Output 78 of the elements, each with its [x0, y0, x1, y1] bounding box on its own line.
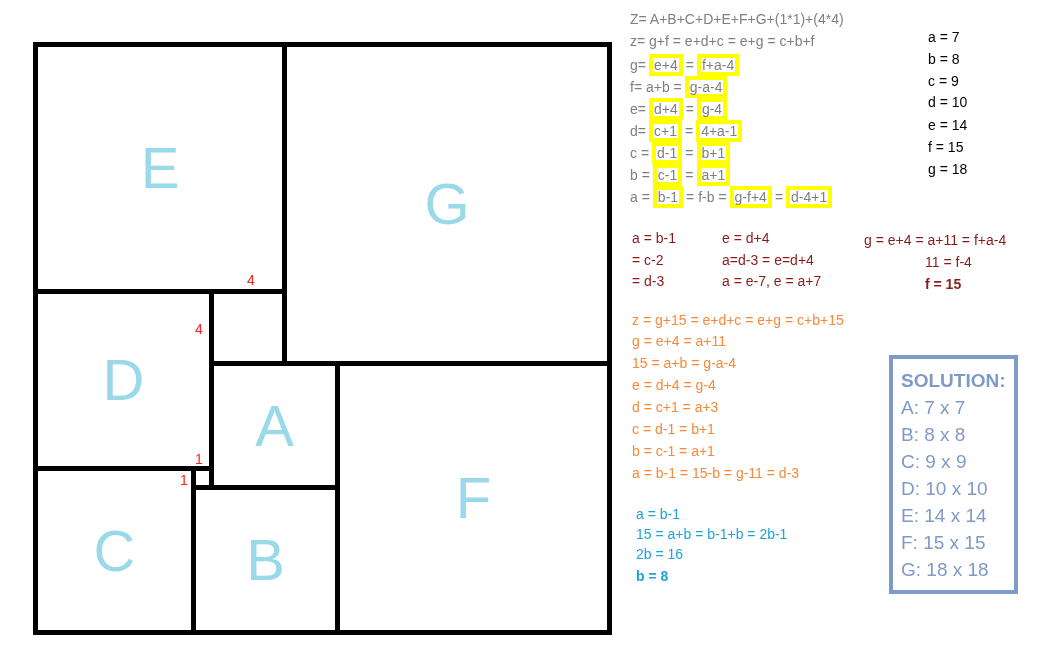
size-number: 1	[180, 472, 188, 489]
solution-panel	[889, 355, 1018, 594]
square-letter: E	[140, 139, 180, 197]
equation-text: c =	[630, 145, 650, 161]
equation-text: g = e+4 = a+11 = f+a-4	[864, 232, 1007, 249]
highlighted-term: a+1	[696, 164, 731, 186]
solution-line: A: 7 x 7	[901, 396, 967, 420]
equation-text: a =	[630, 189, 650, 205]
highlighted-term: d-1	[652, 142, 683, 164]
equation-text: 11 = f-4	[925, 254, 972, 271]
equation-text: =	[685, 101, 694, 117]
square-letter: G	[424, 175, 470, 233]
solution-line: E: 14 x 14	[901, 504, 988, 528]
value-text: e = 14	[928, 117, 968, 134]
highlighted-term: c+1	[648, 120, 682, 142]
equation-text: a = b-1	[632, 230, 676, 247]
equation-text: = c-2	[632, 252, 664, 269]
equation-text: b =	[630, 167, 650, 183]
equation-text: 2b = 16	[636, 546, 684, 563]
highlighted-term: d-4+1	[786, 186, 833, 208]
equation-text: =	[685, 145, 694, 161]
equation-text: a = b-1 = 15-b = g-11 = d-3	[632, 465, 800, 482]
equation-text: a=d-3 = e=d+4	[722, 252, 814, 269]
highlighted-term: g-4	[696, 98, 728, 120]
equation-text: a = b-1	[636, 506, 680, 523]
highlighted-term: f+a-4	[696, 54, 740, 76]
value-text: g = 18	[928, 161, 968, 178]
solution-line: C: 9 x 9	[901, 450, 968, 474]
equation-text: = d-3	[632, 273, 665, 290]
equation-text: a = e-7, e = a+7	[722, 273, 822, 290]
square-letter: F	[455, 469, 492, 527]
equation-text: z = g+15 = e+d+c = e+g = c+b+15	[632, 312, 844, 329]
highlighted-term: b-1	[652, 186, 684, 208]
equation-text: =	[685, 57, 694, 73]
highlighted-term: c-1	[652, 164, 683, 186]
solution-line: B: 8 x 8	[901, 423, 967, 447]
equation-text: =	[685, 167, 694, 183]
equation-text: 15 = a+b = b-1+b = 2b-1	[636, 526, 788, 543]
highlighted-term: b+1	[696, 142, 731, 164]
size-number: 4	[247, 272, 255, 289]
equation-text: e = d+4	[722, 230, 770, 247]
size-number: 4	[195, 321, 203, 338]
equation-text: f= a+b =	[630, 79, 682, 95]
equation-text: b = c-1 = a+1	[632, 443, 715, 460]
square-letter: B	[246, 531, 285, 589]
highlighted-term: 4+a-1	[696, 120, 743, 142]
equation-text: Z= A+B+C+D+E+F+G+(1*1)+(4*4)	[630, 11, 844, 28]
solution-line: F: 15 x 15	[901, 531, 987, 555]
size-number: 1	[195, 451, 203, 468]
equation-text: b = 8	[636, 568, 669, 585]
equation-text: =	[684, 123, 694, 139]
solution-line: G: 18 x 18	[901, 558, 990, 582]
equation-text: 15 = a+b = g-a-4	[632, 355, 736, 372]
highlighted-term: d+4	[648, 98, 683, 120]
square-letter: C	[93, 521, 136, 580]
highlighted-term: g-f+4	[729, 186, 772, 208]
solution-heading: SOLUTION:	[901, 369, 1007, 393]
equation-text: d=	[630, 123, 646, 139]
equation-text: =	[774, 189, 784, 205]
equation-text: f = 15	[925, 276, 962, 293]
equation-text: d = c+1 = a+3	[632, 399, 719, 416]
equation-text: z= g+f = e+d+c = e+g = c+b+f	[630, 33, 815, 50]
value-text: f = 15	[928, 139, 964, 156]
highlighted-term: g-a-4	[684, 76, 728, 98]
square-letter: D	[102, 351, 145, 409]
equation-text: e = d+4 = g-4	[632, 377, 716, 394]
solution-line: D: 10 x 10	[901, 477, 989, 501]
value-text: b = 8	[928, 51, 960, 68]
equation-text: g = e+4 = a+11	[632, 333, 726, 350]
square-letter: A	[255, 396, 294, 455]
value-text: c = 9	[928, 73, 959, 90]
equation-text: = f-b =	[686, 189, 727, 205]
value-text: a = 7	[928, 29, 960, 46]
value-text: d = 10	[928, 94, 968, 111]
equation-text: c = d-1 = b+1	[632, 421, 715, 438]
equation-text: e=	[630, 101, 646, 117]
highlighted-term: e+4	[648, 54, 683, 76]
equation-text: g=	[630, 57, 646, 73]
